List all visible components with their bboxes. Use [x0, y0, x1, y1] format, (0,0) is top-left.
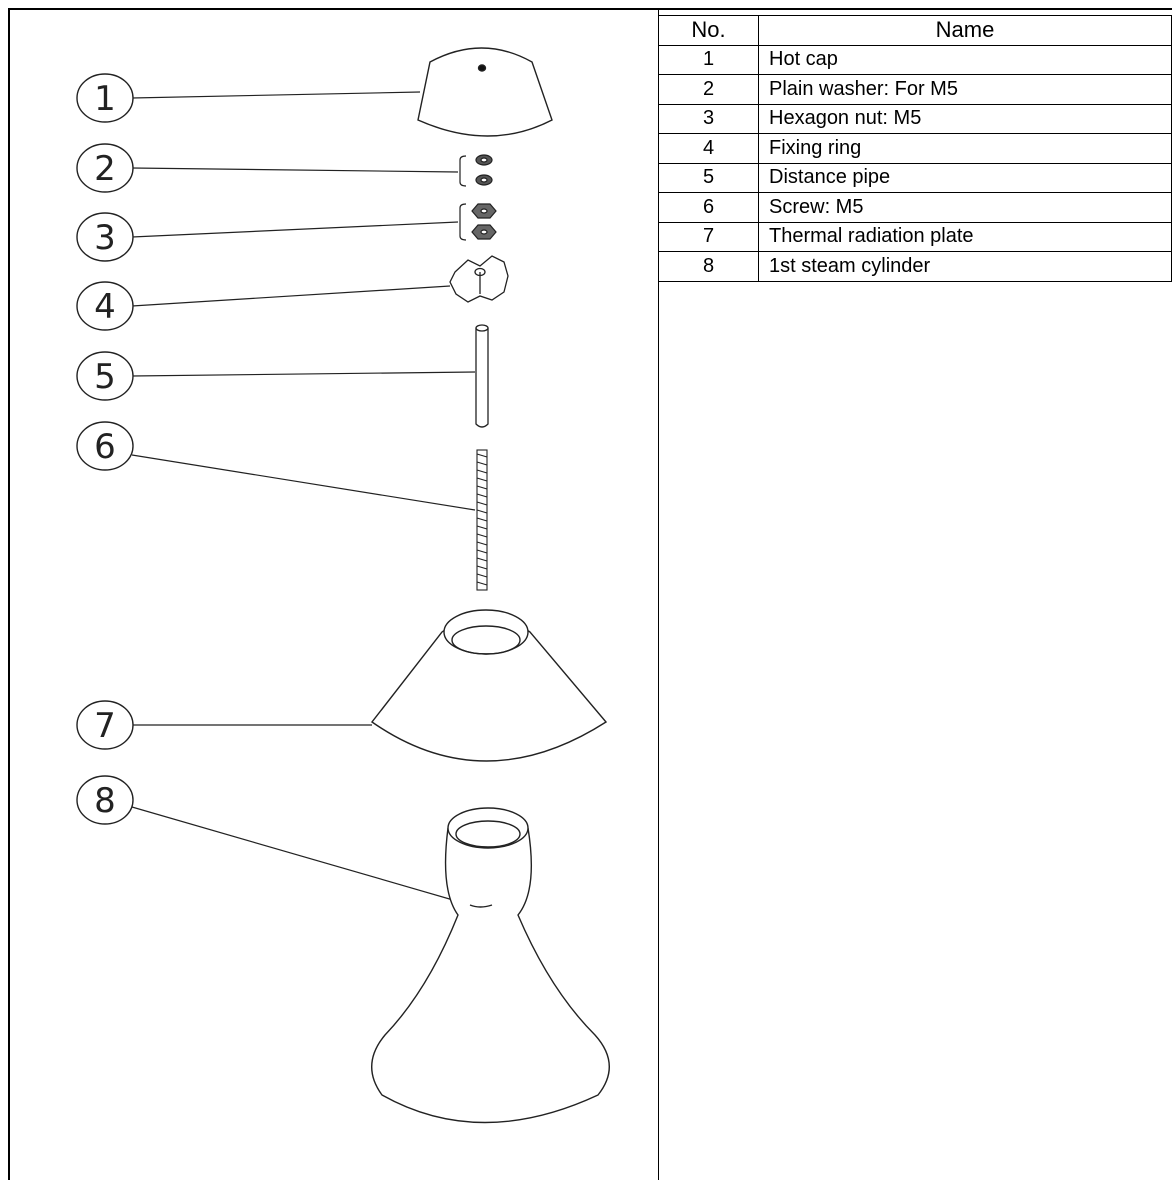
part-number-cell: 8 [658, 251, 759, 282]
table-row: 4 Fixing ring [658, 133, 1172, 164]
screw-part [476, 449, 488, 591]
table-row: 5 Distance pipe [658, 162, 1172, 193]
panel-divider [658, 8, 659, 1180]
distance-pipe-part [475, 324, 489, 428]
part-number-cell: 5 [658, 162, 759, 193]
part-name-cell: Screw: M5 [758, 192, 1172, 223]
leader-line-2 [131, 167, 459, 173]
steam-cylinder-part [371, 807, 610, 1124]
leader-line-1 [131, 91, 421, 99]
exploded-parts-diagram: 1 2 3 4 5 6 7 8 [76, 47, 610, 1124]
leader-line-3 [131, 221, 459, 238]
callout-number: 5 [94, 357, 116, 397]
leader-line-5 [131, 371, 476, 377]
callout-number: 2 [94, 149, 116, 189]
table-header-row: No. Name [658, 15, 1172, 46]
callout-circle-8 [76, 775, 134, 825]
callout-number: 1 [94, 79, 116, 119]
fixing-ring-part [449, 255, 509, 303]
part-number-cell: 4 [658, 133, 759, 164]
leader-line-4 [131, 285, 451, 307]
thermal-radiation-plate-part [370, 609, 608, 762]
callout-circle-7 [76, 700, 134, 750]
table-row: 3 Hexagon nut: M5 [658, 103, 1172, 134]
part-name-cell: Thermal radiation plate [758, 221, 1172, 252]
part-name-cell: Plain washer: For M5 [758, 74, 1172, 105]
column-header-name: Name [758, 15, 1172, 46]
part-name-cell: Hexagon nut: M5 [758, 103, 1172, 134]
part-number-cell: 3 [658, 103, 759, 134]
part-number-cell: 2 [658, 74, 759, 105]
hot-cap-part [417, 47, 553, 137]
part-number-cell: 6 [658, 192, 759, 223]
part-name-cell: Hot cap [758, 44, 1172, 75]
table-row: 1 Hot cap [658, 44, 1172, 75]
leader-line-6 [131, 454, 476, 511]
callout-circle-3 [76, 212, 134, 262]
document-frame [8, 8, 1172, 1180]
part-name-cell: Distance pipe [758, 162, 1172, 193]
column-header-no: No. [658, 15, 759, 46]
callout-number: 6 [94, 427, 116, 467]
part-number-cell: 7 [658, 221, 759, 252]
callout-number: 8 [94, 781, 116, 821]
table-row: 8 1st steam cylinder [658, 251, 1172, 282]
callout-circle-2 [76, 143, 134, 193]
parts-list-table: No. Name 1 Hot cap 2 Plain washer: For M… [658, 15, 1172, 282]
callout-circle-4 [76, 281, 134, 331]
table-row: 7 Thermal radiation plate [658, 221, 1172, 252]
table-row: 6 Screw: M5 [658, 192, 1172, 223]
callout-number: 4 [94, 287, 116, 327]
hexagon-nut-part [459, 203, 497, 241]
part-name-cell: Fixing ring [758, 133, 1172, 164]
callout-number: 7 [94, 706, 116, 746]
callout-circle-1 [76, 73, 134, 123]
callout-circle-6 [76, 421, 134, 471]
part-name-cell: 1st steam cylinder [758, 251, 1172, 282]
table-row: 2 Plain washer: For M5 [658, 74, 1172, 105]
leader-line-8 [131, 806, 454, 901]
plain-washer-part [459, 154, 493, 187]
callout-circle-5 [76, 351, 134, 401]
part-number-cell: 1 [658, 44, 759, 75]
callout-number: 3 [94, 218, 116, 258]
